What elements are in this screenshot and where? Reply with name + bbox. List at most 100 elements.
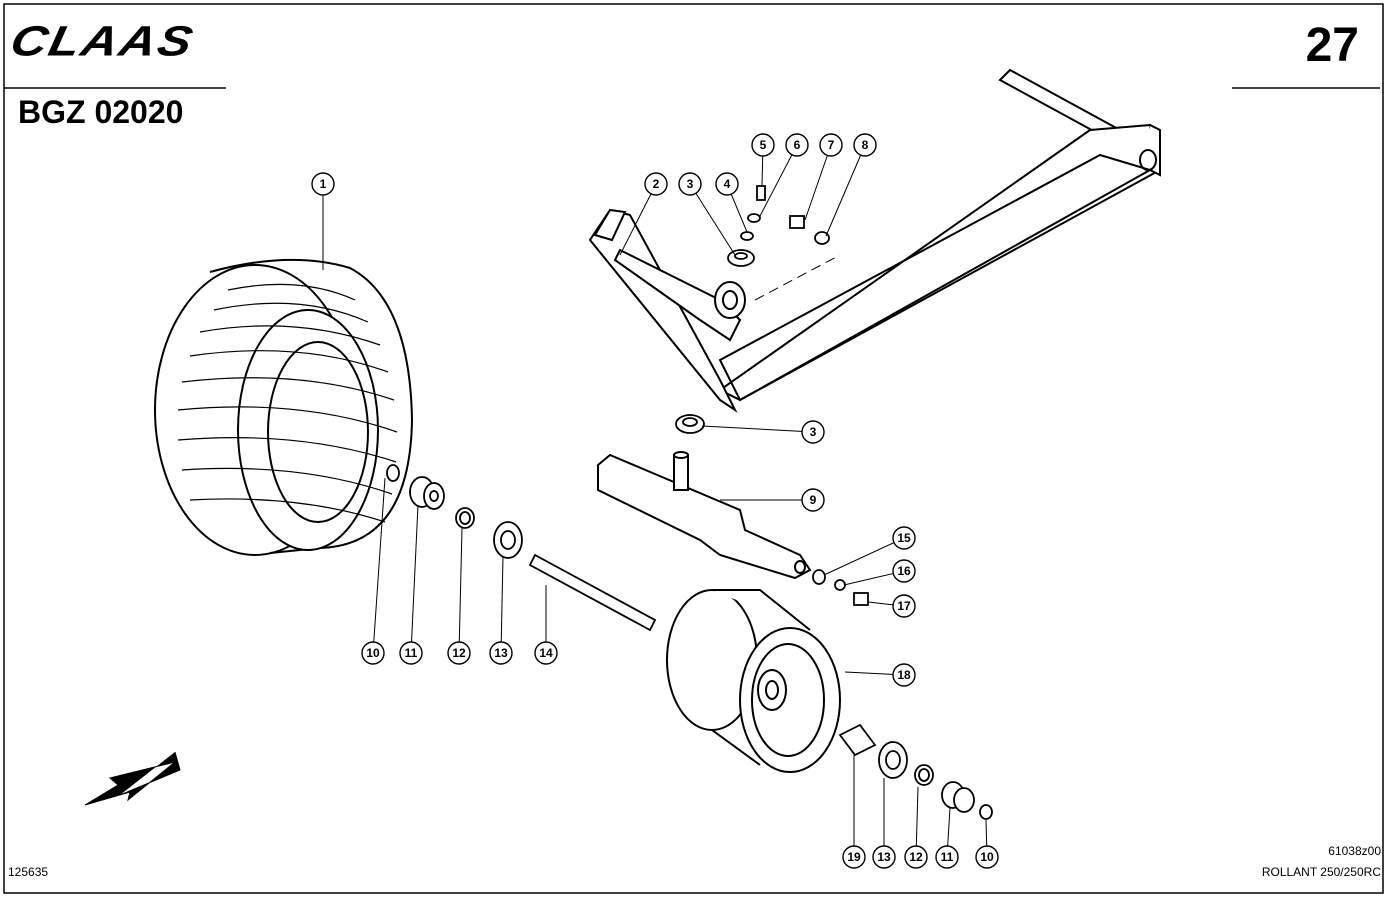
- callout-circle: [447, 641, 471, 665]
- callout-circle: [801, 420, 825, 444]
- callout-circle: [892, 663, 916, 687]
- right-hub-components: [838, 723, 993, 820]
- callout-leader-line: [804, 144, 832, 221]
- callout-circle: [892, 594, 916, 618]
- lower-thrust-washer: [675, 414, 705, 434]
- figure-number: 125635: [8, 865, 49, 879]
- callout-c17: 17: [867, 594, 916, 618]
- page-number: 27: [1305, 19, 1359, 72]
- callout-number: 2: [653, 177, 660, 191]
- callout-number: 11: [405, 646, 418, 660]
- drawing-number: 61038z00: [1328, 844, 1381, 858]
- axle-frame: [588, 68, 1162, 413]
- callout-circle: [399, 641, 423, 665]
- callout-c18: 18: [844, 663, 916, 687]
- callout-circle: [715, 172, 739, 196]
- callout-leader-line: [689, 183, 736, 256]
- callout-c4: 4: [715, 172, 748, 233]
- callout-leader-line: [825, 144, 866, 237]
- callout-circle: [892, 559, 916, 583]
- left-hub-components: [386, 464, 657, 632]
- callout-c9: 9: [720, 488, 825, 512]
- callout-c1: 1: [311, 172, 335, 270]
- brand-logo: CLAAS: [6, 17, 199, 66]
- callout-number: 18: [897, 668, 911, 682]
- tyre: [154, 258, 414, 556]
- callout-leader-line: [701, 425, 814, 433]
- callout-leader-line: [410, 504, 419, 654]
- callout-c14: 14: [534, 585, 558, 665]
- wheel-rim: [666, 589, 841, 773]
- callout-c19: 19: [842, 755, 866, 869]
- callout-number: 4: [724, 177, 731, 191]
- callout-number: 12: [909, 850, 923, 864]
- callout-c11a: 11: [399, 504, 423, 665]
- callout-c13b: 13: [872, 778, 896, 869]
- callout-leader-line: [500, 555, 504, 654]
- callout-circle: [819, 133, 843, 157]
- callout-circle: [785, 133, 809, 157]
- callout-leader-line: [458, 527, 463, 654]
- callout-c2: 2: [619, 172, 668, 256]
- callout-circle: [678, 172, 702, 196]
- callout-circle: [872, 845, 896, 869]
- callout-circle: [361, 641, 385, 665]
- callout-number: 3: [810, 425, 817, 439]
- document-code: BGZ 02020: [18, 94, 184, 130]
- callout-number: 12: [452, 646, 466, 660]
- callout-circle: [842, 845, 866, 869]
- callout-c16: 16: [843, 559, 916, 586]
- top-fasteners: [727, 185, 830, 267]
- callout-number: 17: [897, 599, 911, 613]
- swing-arm: [597, 451, 812, 580]
- callout-circle: [853, 133, 877, 157]
- callout-c6: 6: [759, 133, 809, 217]
- callout-number: 11: [941, 850, 954, 864]
- callout-number: 5: [760, 138, 767, 152]
- callout-number: 8: [862, 138, 869, 152]
- callout-circle: [892, 526, 916, 550]
- callout-c10b: 10: [975, 819, 999, 869]
- callout-number: 15: [897, 531, 911, 545]
- callout-number: 19: [847, 850, 861, 864]
- callout-c7: 7: [804, 133, 843, 221]
- callout-number: 14: [539, 646, 553, 660]
- callout-c8: 8: [825, 133, 877, 237]
- callout-number: 6: [794, 138, 801, 152]
- callout-leader-line: [619, 183, 657, 256]
- callout-circle: [904, 845, 928, 869]
- callout-circle: [975, 845, 999, 869]
- callout-circle: [489, 641, 513, 665]
- callout-number: 9: [810, 493, 817, 507]
- callout-number: 1: [320, 177, 327, 191]
- callout-circle: [801, 488, 825, 512]
- callout-c15: 15: [823, 526, 916, 576]
- callout-number: 10: [366, 646, 380, 660]
- callout-c3a: 3: [678, 172, 736, 256]
- callout-number: 3: [687, 177, 694, 191]
- callout-number: 13: [877, 850, 891, 864]
- callout-circle: [311, 172, 335, 196]
- right-fasteners: [812, 569, 869, 606]
- callout-c5: 5: [751, 133, 775, 186]
- callout-c12a: 12: [447, 527, 471, 665]
- callout-number: 10: [980, 850, 994, 864]
- callout-circle: [751, 133, 775, 157]
- callout-number: 7: [828, 138, 835, 152]
- callout-leader-line: [372, 477, 386, 654]
- callout-c13a: 13: [489, 555, 513, 665]
- callout-c12b: 12: [904, 786, 928, 869]
- machine-model: ROLLANT 250/250RC: [1261, 865, 1381, 879]
- callout-number: 16: [897, 564, 911, 578]
- callout-circle: [644, 172, 668, 196]
- callout-leader-line: [759, 144, 798, 217]
- page-border: [3, 3, 1384, 894]
- callout-circle: [935, 845, 959, 869]
- callout-circle: [534, 641, 558, 665]
- callout-c10a: 10: [361, 477, 386, 665]
- callout-c3b: 3: [701, 420, 825, 444]
- callout-number: 13: [494, 646, 508, 660]
